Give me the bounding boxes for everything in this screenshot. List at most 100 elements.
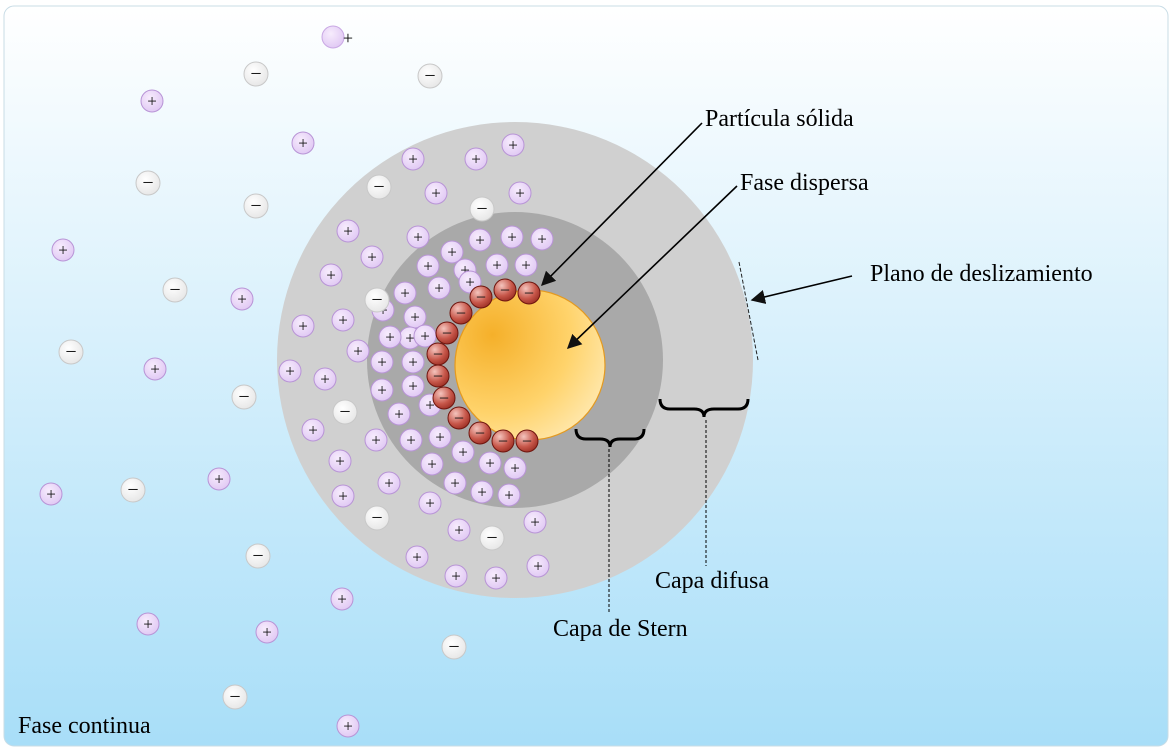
svg-text:+: + xyxy=(377,353,387,372)
positive-ion: + xyxy=(531,228,553,250)
svg-text:+: + xyxy=(237,290,247,309)
svg-text:−: − xyxy=(229,686,240,708)
svg-text:+: + xyxy=(410,308,420,327)
svg-text:−: − xyxy=(424,65,435,87)
positive-ion: + xyxy=(425,182,447,204)
positive-ion: + xyxy=(320,264,342,286)
svg-text:−: − xyxy=(475,423,485,443)
solid-particle xyxy=(455,290,605,440)
adsorbed-negative-ion: − xyxy=(448,407,470,429)
negative-ion: − xyxy=(232,385,256,409)
svg-text:+: + xyxy=(384,474,394,493)
positive-ion: + xyxy=(486,254,508,276)
positive-ion: + xyxy=(371,351,393,373)
svg-text:+: + xyxy=(492,256,502,275)
svg-text:+: + xyxy=(471,150,481,169)
svg-text:−: − xyxy=(142,172,153,194)
positive-ion: + xyxy=(279,360,301,382)
svg-text:+: + xyxy=(504,486,514,505)
solid-particle-label: Partícula sólida xyxy=(705,106,854,132)
positive-ion: + xyxy=(402,351,424,373)
svg-text:−: − xyxy=(500,280,510,300)
svg-text:+: + xyxy=(454,521,464,540)
svg-text:−: − xyxy=(250,63,261,85)
positive-ion: + xyxy=(332,309,354,331)
positive-ion: + xyxy=(314,368,336,390)
svg-text:−: − xyxy=(433,366,443,386)
positive-ion: + xyxy=(337,715,359,737)
negative-ion: − xyxy=(333,400,357,424)
svg-text:+: + xyxy=(521,256,531,275)
negative-ion: − xyxy=(121,478,145,502)
positive-ion: + xyxy=(231,288,253,310)
svg-text:+: + xyxy=(485,454,495,473)
svg-text:+: + xyxy=(425,494,435,513)
negative-ion: − xyxy=(365,506,389,530)
svg-text:+: + xyxy=(343,28,353,48)
svg-text:+: + xyxy=(58,241,68,260)
svg-text:+: + xyxy=(427,455,437,474)
positive-ion: + xyxy=(406,546,428,568)
positive-ion: + xyxy=(141,90,163,112)
positive-ion: + xyxy=(40,483,62,505)
positive-ion: + xyxy=(331,588,353,610)
positive-ion: + xyxy=(400,429,422,451)
svg-text:+: + xyxy=(400,284,410,303)
svg-text:−: − xyxy=(127,479,138,501)
svg-text:+: + xyxy=(337,590,347,609)
svg-text:−: − xyxy=(456,303,466,323)
positive-ion: + xyxy=(337,220,359,242)
negative-ion: − xyxy=(367,175,391,199)
svg-text:+: + xyxy=(451,567,461,586)
positive-ion: + xyxy=(379,326,401,348)
svg-text:+: + xyxy=(385,328,395,347)
svg-text:+: + xyxy=(338,311,348,330)
positive-ion: + xyxy=(292,132,314,154)
svg-text:+: + xyxy=(450,474,460,493)
svg-text:+: + xyxy=(408,377,418,396)
svg-text:+: + xyxy=(435,428,445,447)
positive-ion: + xyxy=(465,148,487,170)
positive-ion: + xyxy=(388,403,410,425)
svg-text:+: + xyxy=(510,459,520,478)
negative-ion: − xyxy=(470,197,494,221)
positive-ion: + xyxy=(471,481,493,503)
positive-ion: + xyxy=(417,255,439,277)
positive-ion: + xyxy=(485,567,507,589)
svg-text:−: − xyxy=(448,636,459,658)
svg-text:+: + xyxy=(447,243,457,262)
svg-text:−: − xyxy=(373,176,384,198)
svg-text:+: + xyxy=(285,362,295,381)
svg-text:−: − xyxy=(442,323,452,343)
positive-ion: + xyxy=(452,441,474,463)
svg-text:−: − xyxy=(522,431,532,451)
positive-ion: + xyxy=(469,229,491,251)
adsorbed-negative-ion: − xyxy=(469,422,491,444)
positive-ion: + xyxy=(329,450,351,472)
adsorbed-negative-ion: − xyxy=(433,387,455,409)
svg-text:+: + xyxy=(326,266,336,285)
positive-ion: + xyxy=(445,565,467,587)
negative-ion: − xyxy=(136,171,160,195)
svg-text:−: − xyxy=(498,431,508,451)
svg-text:−: − xyxy=(371,507,382,529)
svg-text:−: − xyxy=(454,408,464,428)
positive-ion: + xyxy=(302,419,324,441)
svg-text:+: + xyxy=(353,342,363,361)
positive-ion: + xyxy=(361,246,383,268)
positive-ion: + xyxy=(371,379,393,401)
positive-ion: + xyxy=(394,282,416,304)
svg-text:+: + xyxy=(405,329,415,348)
positive-ion: + xyxy=(402,375,424,397)
positive-ion: + xyxy=(365,429,387,451)
svg-text:+: + xyxy=(150,360,160,379)
svg-text:+: + xyxy=(320,370,330,389)
svg-text:+: + xyxy=(537,230,547,249)
svg-text:+: + xyxy=(434,279,444,298)
svg-text:+: + xyxy=(507,228,517,247)
adsorbed-negative-ion: − xyxy=(436,322,458,344)
slipping-plane-label: Plano de deslizamiento xyxy=(870,261,1093,287)
svg-text:−: − xyxy=(238,386,249,408)
svg-text:−: − xyxy=(169,279,180,301)
positive-ion: + xyxy=(501,226,523,248)
